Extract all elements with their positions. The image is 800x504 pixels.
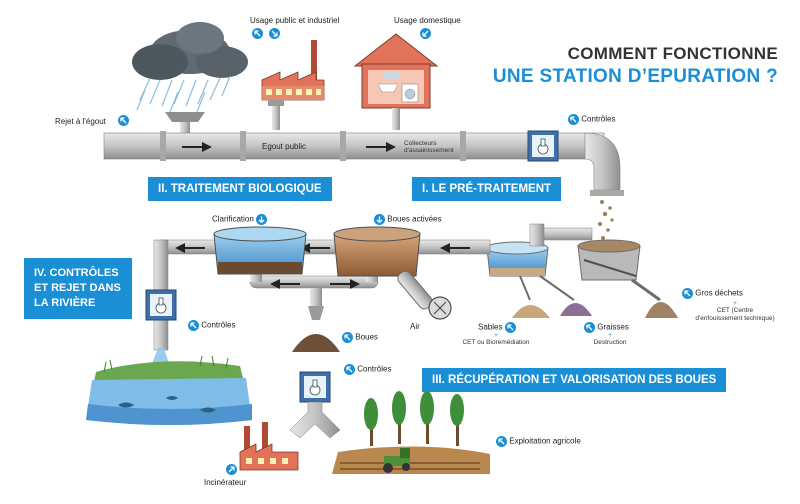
arrow-icon <box>568 114 579 125</box>
label-cet-2: d'enfouissement technique) <box>695 314 775 322</box>
exploitation-row: Exploitation agricole <box>496 436 581 447</box>
page-title-line1: COMMENT FONCTIONNE <box>567 44 778 63</box>
arrow-icon <box>584 322 595 333</box>
label-incinerateur: Incinérateur <box>204 478 247 487</box>
section-controles-line2: ET REJET DANS <box>34 282 121 294</box>
activated-sludge-tank <box>333 226 421 277</box>
section-valorisation: III. RÉCUPÉRATION ET VALORISATION DES BO… <box>422 368 727 392</box>
usage-public-icons <box>252 28 281 39</box>
treatment-pipe <box>153 239 491 351</box>
tractor <box>383 448 410 473</box>
rain-cloud <box>132 22 248 136</box>
arrow-icon <box>504 322 516 333</box>
arrow-icon <box>374 214 385 225</box>
label-usage-domestique: Usage domestique <box>394 16 461 25</box>
label-gros-dechets: Gros déchets <box>695 288 743 298</box>
river <box>86 355 252 425</box>
label-graisses: Graisses <box>597 322 629 332</box>
arrow-icon <box>344 364 355 375</box>
arrow-icon <box>118 115 129 126</box>
gros-dechets-row: Gros déchets <box>682 288 743 299</box>
sludge-funnel <box>292 306 340 352</box>
label-boues-activees: Boues activées <box>387 214 442 224</box>
controles-mid-row: Contrôles <box>344 364 391 375</box>
label-clarification: Clarification <box>212 214 254 224</box>
arrow-icon <box>496 436 507 447</box>
label-controles-left: Contrôles <box>201 320 236 330</box>
waste-fall <box>598 200 614 244</box>
label-collecteurs-2: d'assainissement <box>404 147 454 155</box>
label-cet-bio: CET ou Bioremédiation <box>462 339 530 347</box>
section-biologique: II. TRAITEMENT BIOLOGIQUE <box>148 177 332 201</box>
boues-row: Boues <box>342 332 378 343</box>
label-plus-sables: + <box>494 332 498 339</box>
label-graisses-dest: + Destruction <box>580 332 640 347</box>
waste-piles <box>512 275 678 318</box>
label-usage-public: Usage public et industriel <box>250 16 340 25</box>
factory <box>261 40 325 130</box>
label-plus-gros: + <box>733 300 737 307</box>
arrow-icon <box>226 464 237 475</box>
label-exploitation: Exploitation agricole <box>509 436 581 446</box>
incinerator <box>239 422 299 471</box>
label-plus-graisses: + <box>608 332 612 339</box>
page-title-line2: UNE STATION D’EPURATION ? <box>492 66 778 87</box>
main-sewer-pipe <box>103 130 624 196</box>
graisses-row: Graisses <box>584 322 629 333</box>
sand-tank <box>485 241 549 277</box>
air-blower <box>397 270 452 320</box>
label-cet-block: + CET (Centre d'enfouissement technique) <box>690 300 780 322</box>
label-cet: CET (Centre <box>716 307 754 315</box>
label-destruction: Destruction <box>593 339 627 347</box>
label-collecteurs-1: Collecteurs <box>404 140 437 147</box>
section-controles-line3: LA RIVIÈRE <box>34 297 96 309</box>
clarification-tank <box>213 226 307 275</box>
clarification-row: Clarification <box>212 214 268 225</box>
section-controles-line1: IV. CONTRÔLES <box>34 267 119 279</box>
controles-left-row: Contrôles <box>188 320 235 331</box>
label-collecteurs: Collecteurs d'assainissement <box>404 140 454 155</box>
arrow-icon <box>256 214 268 225</box>
rejet-egout-icon <box>118 115 129 126</box>
usage-domestique-icon <box>420 28 431 39</box>
label-controles-mid: Contrôles <box>357 364 392 374</box>
arrow-icon <box>188 320 199 331</box>
arrow-icon <box>252 28 263 39</box>
arrow-icon <box>682 288 693 299</box>
label-boues: Boues <box>355 332 378 342</box>
boues-activees-row: Boues activées <box>374 214 442 225</box>
controles-top-row: Contrôles <box>568 114 615 125</box>
house <box>353 33 439 130</box>
label-air: Air <box>410 322 420 331</box>
screening-tank <box>577 239 641 281</box>
incinerateur-icon-wrap <box>226 464 237 475</box>
arrow-icon <box>420 28 431 39</box>
label-sables: Sables <box>478 322 503 332</box>
sables-row: Sables <box>478 322 516 333</box>
label-controles-top: Contrôles <box>581 114 616 124</box>
arrow-icon <box>269 28 281 39</box>
label-rejet-egout: Rejet à l'égout <box>55 117 106 126</box>
label-sables-dest: + CET ou Bioremédiation <box>456 332 536 347</box>
farm-field <box>332 391 490 474</box>
section-controles: IV. CONTRÔLES ET REJET DANS LA RIVIÈRE <box>24 258 132 319</box>
section-pretraitement: I. LE PRÉ-TRAITEMENT <box>412 177 562 201</box>
sludge-control <box>289 371 341 439</box>
label-egout-public: Egout public <box>262 142 307 151</box>
arrow-icon <box>342 332 353 343</box>
